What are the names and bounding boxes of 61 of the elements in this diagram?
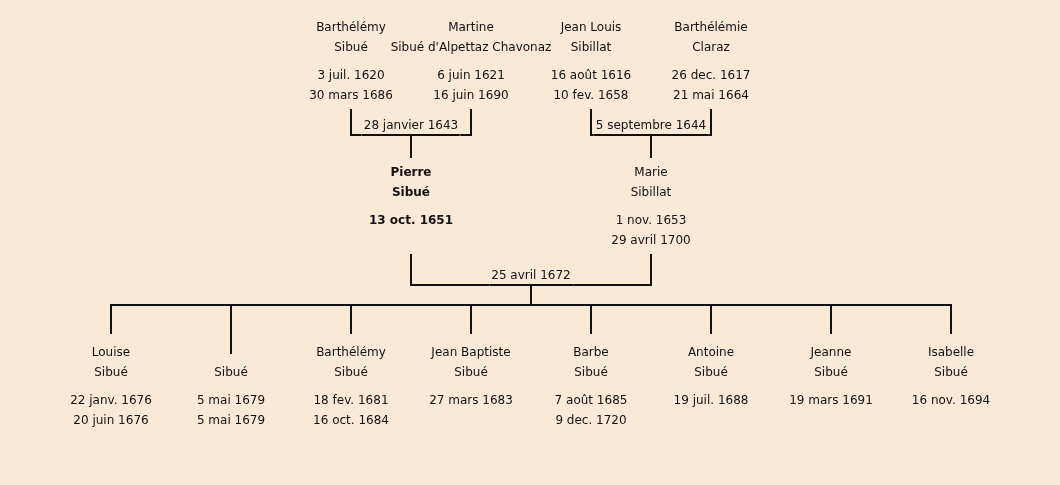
date-text: 21 mai 1664 — [673, 87, 749, 104]
date-text: 16 oct. 1684 — [313, 412, 389, 429]
person-name: Sibué — [814, 364, 848, 381]
date-text: 18 fev. 1681 — [313, 392, 389, 409]
person-name: Antoine — [687, 344, 735, 361]
person-name: Claraz — [692, 39, 730, 56]
person-name: Sibué — [392, 184, 430, 201]
date-text: 5 mai 1679 — [196, 392, 266, 409]
person-name: Jean Baptiste — [431, 344, 511, 361]
family-line — [707, 108, 712, 136]
date-text: 16 nov. 1694 — [911, 392, 991, 409]
family-line — [410, 135, 412, 159]
date-text: 7 août 1685 — [554, 392, 628, 409]
date-text: 19 mars 1691 — [789, 392, 873, 409]
date-text: 16 juin 1690 — [433, 87, 509, 104]
person-name: Sibué d'Alpettaz Chavonaz — [390, 39, 552, 56]
person-name: Sibillat — [630, 184, 672, 201]
date-text: 9 dec. 1720 — [555, 412, 627, 429]
date-text: 13 oct. 1651 — [368, 212, 454, 229]
date-text: 20 juin 1676 — [73, 412, 149, 429]
family-line — [410, 253, 491, 286]
person-name: Barbe — [573, 344, 609, 361]
person-name: Isabelle — [927, 344, 975, 361]
person-name: Sibué — [94, 364, 128, 381]
person-name: Jeanne — [810, 344, 852, 361]
person-name: Sibué — [694, 364, 728, 381]
family-line — [571, 253, 652, 286]
marriage-date: 25 avril 1672 — [489, 267, 573, 286]
person-name: Sibué — [334, 364, 368, 381]
person-name: Barthélémy — [316, 19, 386, 36]
family-line — [650, 135, 652, 159]
date-text: 10 fev. 1658 — [553, 87, 629, 104]
person-name: Marie — [634, 164, 668, 181]
date-text: 29 avril 1700 — [611, 232, 691, 249]
marriage-date: 28 janvier 1643 — [361, 117, 461, 136]
family-line — [590, 108, 595, 136]
date-text: 1 nov. 1653 — [615, 212, 687, 229]
date-text: 6 juin 1621 — [437, 67, 505, 84]
person-name: Sibué — [934, 364, 968, 381]
person-name: Barthélémy — [316, 344, 386, 361]
person-name: Sibillat — [570, 39, 612, 56]
family-line — [459, 108, 472, 136]
person-name: Barthélémie — [674, 19, 748, 36]
marriage-date: 5 septembre 1644 — [593, 117, 709, 136]
date-text: 19 juil. 1688 — [673, 392, 749, 409]
date-text: 26 dec. 1617 — [671, 67, 751, 84]
family-line — [350, 108, 363, 136]
date-text: 22 janv. 1676 — [70, 392, 152, 409]
date-text: 27 mars 1683 — [429, 392, 513, 409]
person-name: Sibué — [334, 39, 368, 56]
person-name: Jean Louis — [560, 19, 622, 36]
date-text: 3 juil. 1620 — [317, 67, 385, 84]
person-name: Sibué — [574, 364, 608, 381]
date-text: 5 mai 1679 — [196, 412, 266, 429]
person-name: Martine — [448, 19, 494, 36]
date-text: 30 mars 1686 — [309, 87, 393, 104]
date-text: 16 août 1616 — [550, 67, 632, 84]
person-name: Sibué — [214, 364, 248, 381]
person-name: Pierre — [390, 164, 432, 181]
person-name: Sibué — [454, 364, 488, 381]
person-name: Louise — [91, 344, 131, 361]
